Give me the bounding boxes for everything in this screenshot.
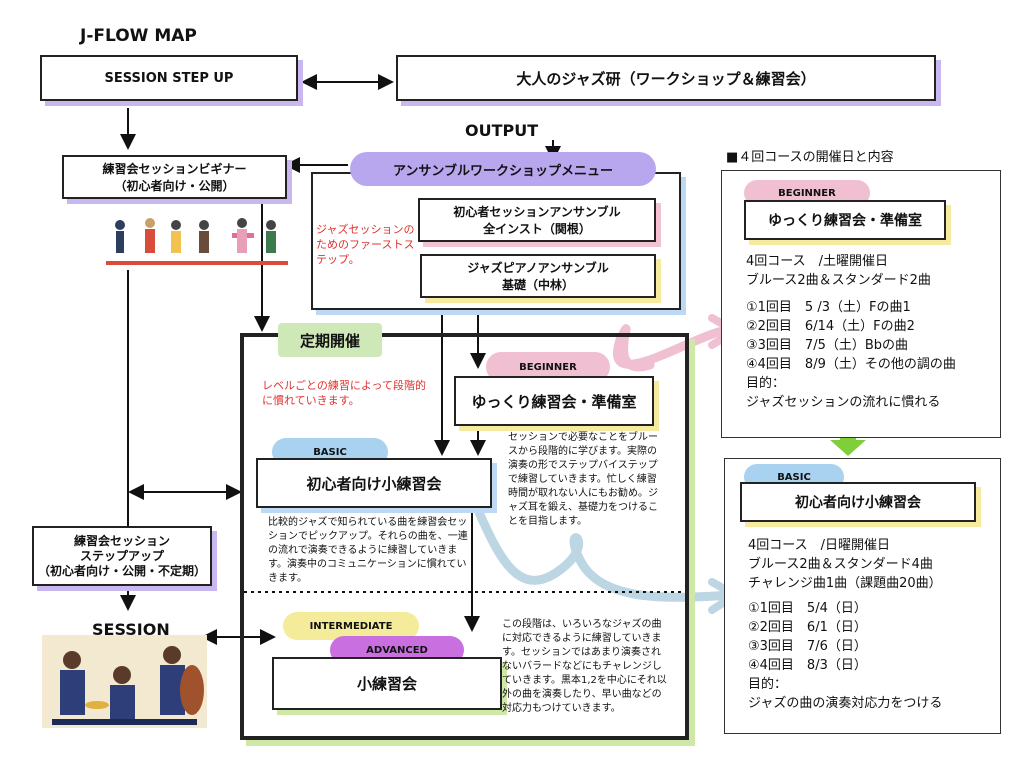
workshop-item2-line2: 基礎（中林） [501,278,574,292]
course2-date1: ①1回目 5/4（日） [748,601,867,616]
course2-info: 4回コース /日曜開催日 ブルース2曲＆スタンダード4曲 チャレンジ曲1曲（課題… [748,536,998,713]
beginner-session-box: 練習会セッションビギナー （初心者向け・公開） [62,155,287,199]
course1-date4: ④4回目 8/9（土）その他の調の曲 [746,357,956,372]
course2-line2: ブルース2曲＆スタンダード4曲 [748,557,933,572]
beginner-title-box: ゆっくり練習会・準備室 [454,376,654,426]
band-icon [106,218,288,265]
musicians-illustration [106,215,288,270]
workshop-item1-line1: 初心者セッションアンサンブル [453,205,621,219]
course1-date3: ③3回目 7/5（土）Bbの曲 [746,338,909,353]
stepup-line1: 練習会セッション [73,533,170,548]
course1-title: ゆっくり練習会・準備室 [744,200,946,240]
workshop-item-1: 初心者セッションアンサンブル 全インスト（関根） [418,198,656,242]
blue-swirl-arrow [473,505,735,602]
basic-title-box: 初心者向け小練習会 [256,458,492,508]
course2-date3: ③3回目 7/6（日） [748,639,867,654]
schedule-header: ■４回コースの開催日と内容 [726,150,894,165]
small-practice-title-box: 小練習会 [272,657,502,710]
green-down-arrow [830,423,866,456]
intermediate-tag: INTERMEDIATE [283,612,419,640]
course1-line2: ブルース2曲＆スタンダード2曲 [746,273,931,288]
workshop-item2-line1: ジャズピアノアンサンブル [467,261,609,275]
session-band-illustration [42,615,207,728]
beginner-session-line1: 練習会セッションビギナー [102,162,247,176]
jazz-band-icon [42,635,207,728]
workshop-item-2: ジャズピアノアンサンブル 基礎（中林） [420,254,656,298]
course2-date2: ②2回目 6/1（日） [748,620,867,635]
beginner-session-line2: （初心者向け・公開） [114,179,235,193]
course2-purpose-label: 目的： [748,677,788,692]
stepup-session-box: 練習会セッション ステップアップ （初心者向け・公開・不定期） [32,526,212,586]
course2-date4: ④4回目 8/3（日） [748,658,867,673]
regular-note: レベルごとの練習によって段階的に慣れていきます。 [262,379,427,407]
course1-date2: ②2回目 6/14（土）Fの曲2 [746,319,915,334]
small-practice-desc: この段階は、いろいろなジャズの曲に対応できるように練習していきます。セッションで… [502,619,667,714]
course1-purpose: ジャズセッションの流れに慣れる [746,395,941,410]
course1-info: 4回コース /土曜開催日 ブルース2曲＆スタンダード2曲 ①1回目 5 /3（土… [746,252,996,412]
course2-line3: チャレンジ曲1曲（課題曲20曲） [748,576,942,591]
course1-purpose-label: 目的： [746,376,786,391]
stepup-line3: （初心者向け・公開・不定期） [37,563,206,578]
course2-title: 初心者向け小練習会 [740,482,976,522]
regular-label: 定期開催 [278,323,382,357]
map-title: J-FLOW MAP [80,26,197,46]
workshop-note: ジャズセッションのためのファーストステップ。 [316,223,415,266]
beginner-desc: セッションで必要なことをブルースから段階的に学びます。実際の演奏の形でステップバ… [508,432,658,527]
stepup-line2: ステップアップ [79,548,164,563]
course1-date1: ①1回目 5 /3（土）Fの曲1 [746,300,911,315]
regular-region [240,333,689,740]
session-label: SESSION [92,620,170,639]
workshop-item1-line2: 全インスト（関根） [483,222,591,236]
pink-swirl-arrow [613,324,735,372]
workshop-menu-label: アンサンブルワークショップメニュー [350,152,656,186]
output-label: OUTPUT [465,121,539,140]
course2-purpose: ジャズの曲の演奏対応力をつける [748,696,943,711]
course1-line1: 4回コース /土曜開催日 [746,254,889,269]
jazz-workshop-box: 大人のジャズ研（ワークショップ＆練習会） [396,55,936,101]
basic-desc: 比較的ジャズで知られている曲を練習会セッションでピックアップ。それらの曲を、一連… [268,517,468,584]
session-step-up-box: SESSION STEP UP [40,55,298,101]
course2-line1: 4回コース /日曜開催日 [748,538,891,553]
